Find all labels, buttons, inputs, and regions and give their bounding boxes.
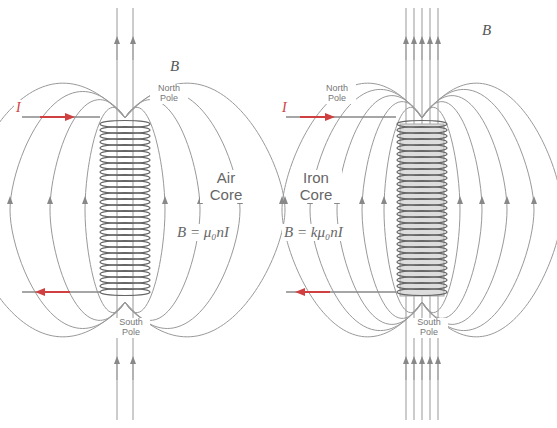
field-arrow: [117, 40, 118, 60]
field-arrow: [406, 360, 407, 380]
field-arrow: [337, 200, 338, 222]
field-arrow: [438, 40, 439, 60]
field-arrow: [165, 200, 166, 222]
field-arrow: [414, 40, 415, 60]
field-arrow: [507, 200, 508, 222]
field-arrow: [133, 360, 134, 380]
field-line: [133, 8, 134, 420]
field-arrow: [422, 360, 423, 380]
coil: [397, 121, 447, 296]
field-arrow: [310, 200, 311, 222]
coil: [100, 121, 150, 296]
field-arrow: [422, 40, 423, 60]
core-label: Iron Core: [290, 170, 342, 203]
field-arrow: [384, 200, 385, 222]
field-label: B: [480, 22, 493, 39]
field-arrow: [282, 200, 283, 222]
current-wires: [22, 117, 396, 292]
coil-turn: [397, 289, 447, 296]
field-lines: [282, 8, 557, 420]
field-line: [117, 8, 118, 420]
field-arrow: [85, 200, 86, 222]
field-arrow: [240, 200, 241, 222]
field-arrow: [406, 40, 407, 60]
field-arrow: [285, 200, 286, 222]
field-arrow: [200, 200, 201, 222]
field-arrow: [482, 200, 483, 222]
field-line: [125, 83, 285, 337]
coil-turn: [100, 289, 150, 296]
field-arrow: [362, 200, 363, 222]
pole-label: South Pole: [410, 318, 448, 338]
field-arrow: [534, 200, 535, 222]
field-arrow: [460, 200, 461, 222]
field-arrow: [50, 200, 51, 222]
field-arrow: [10, 200, 11, 222]
field-lines: [0, 8, 285, 420]
field-arrow: [438, 360, 439, 380]
pole-label: South Pole: [112, 318, 150, 338]
field-label: B: [168, 58, 181, 75]
current-label: I: [14, 100, 23, 115]
field-arrow: [117, 360, 118, 380]
field-arrow: [414, 360, 415, 380]
field-arrow: [430, 40, 431, 60]
pole-label: North Pole: [318, 84, 356, 104]
formula: B = μ₀nI: [175, 224, 231, 241]
pole-label: North Pole: [150, 84, 188, 104]
core-label: Air Core: [200, 170, 252, 203]
formula: B = kμ₀nI: [282, 224, 345, 241]
field-arrow: [133, 40, 134, 60]
current-label: I: [280, 100, 289, 115]
field-arrow: [430, 360, 431, 380]
